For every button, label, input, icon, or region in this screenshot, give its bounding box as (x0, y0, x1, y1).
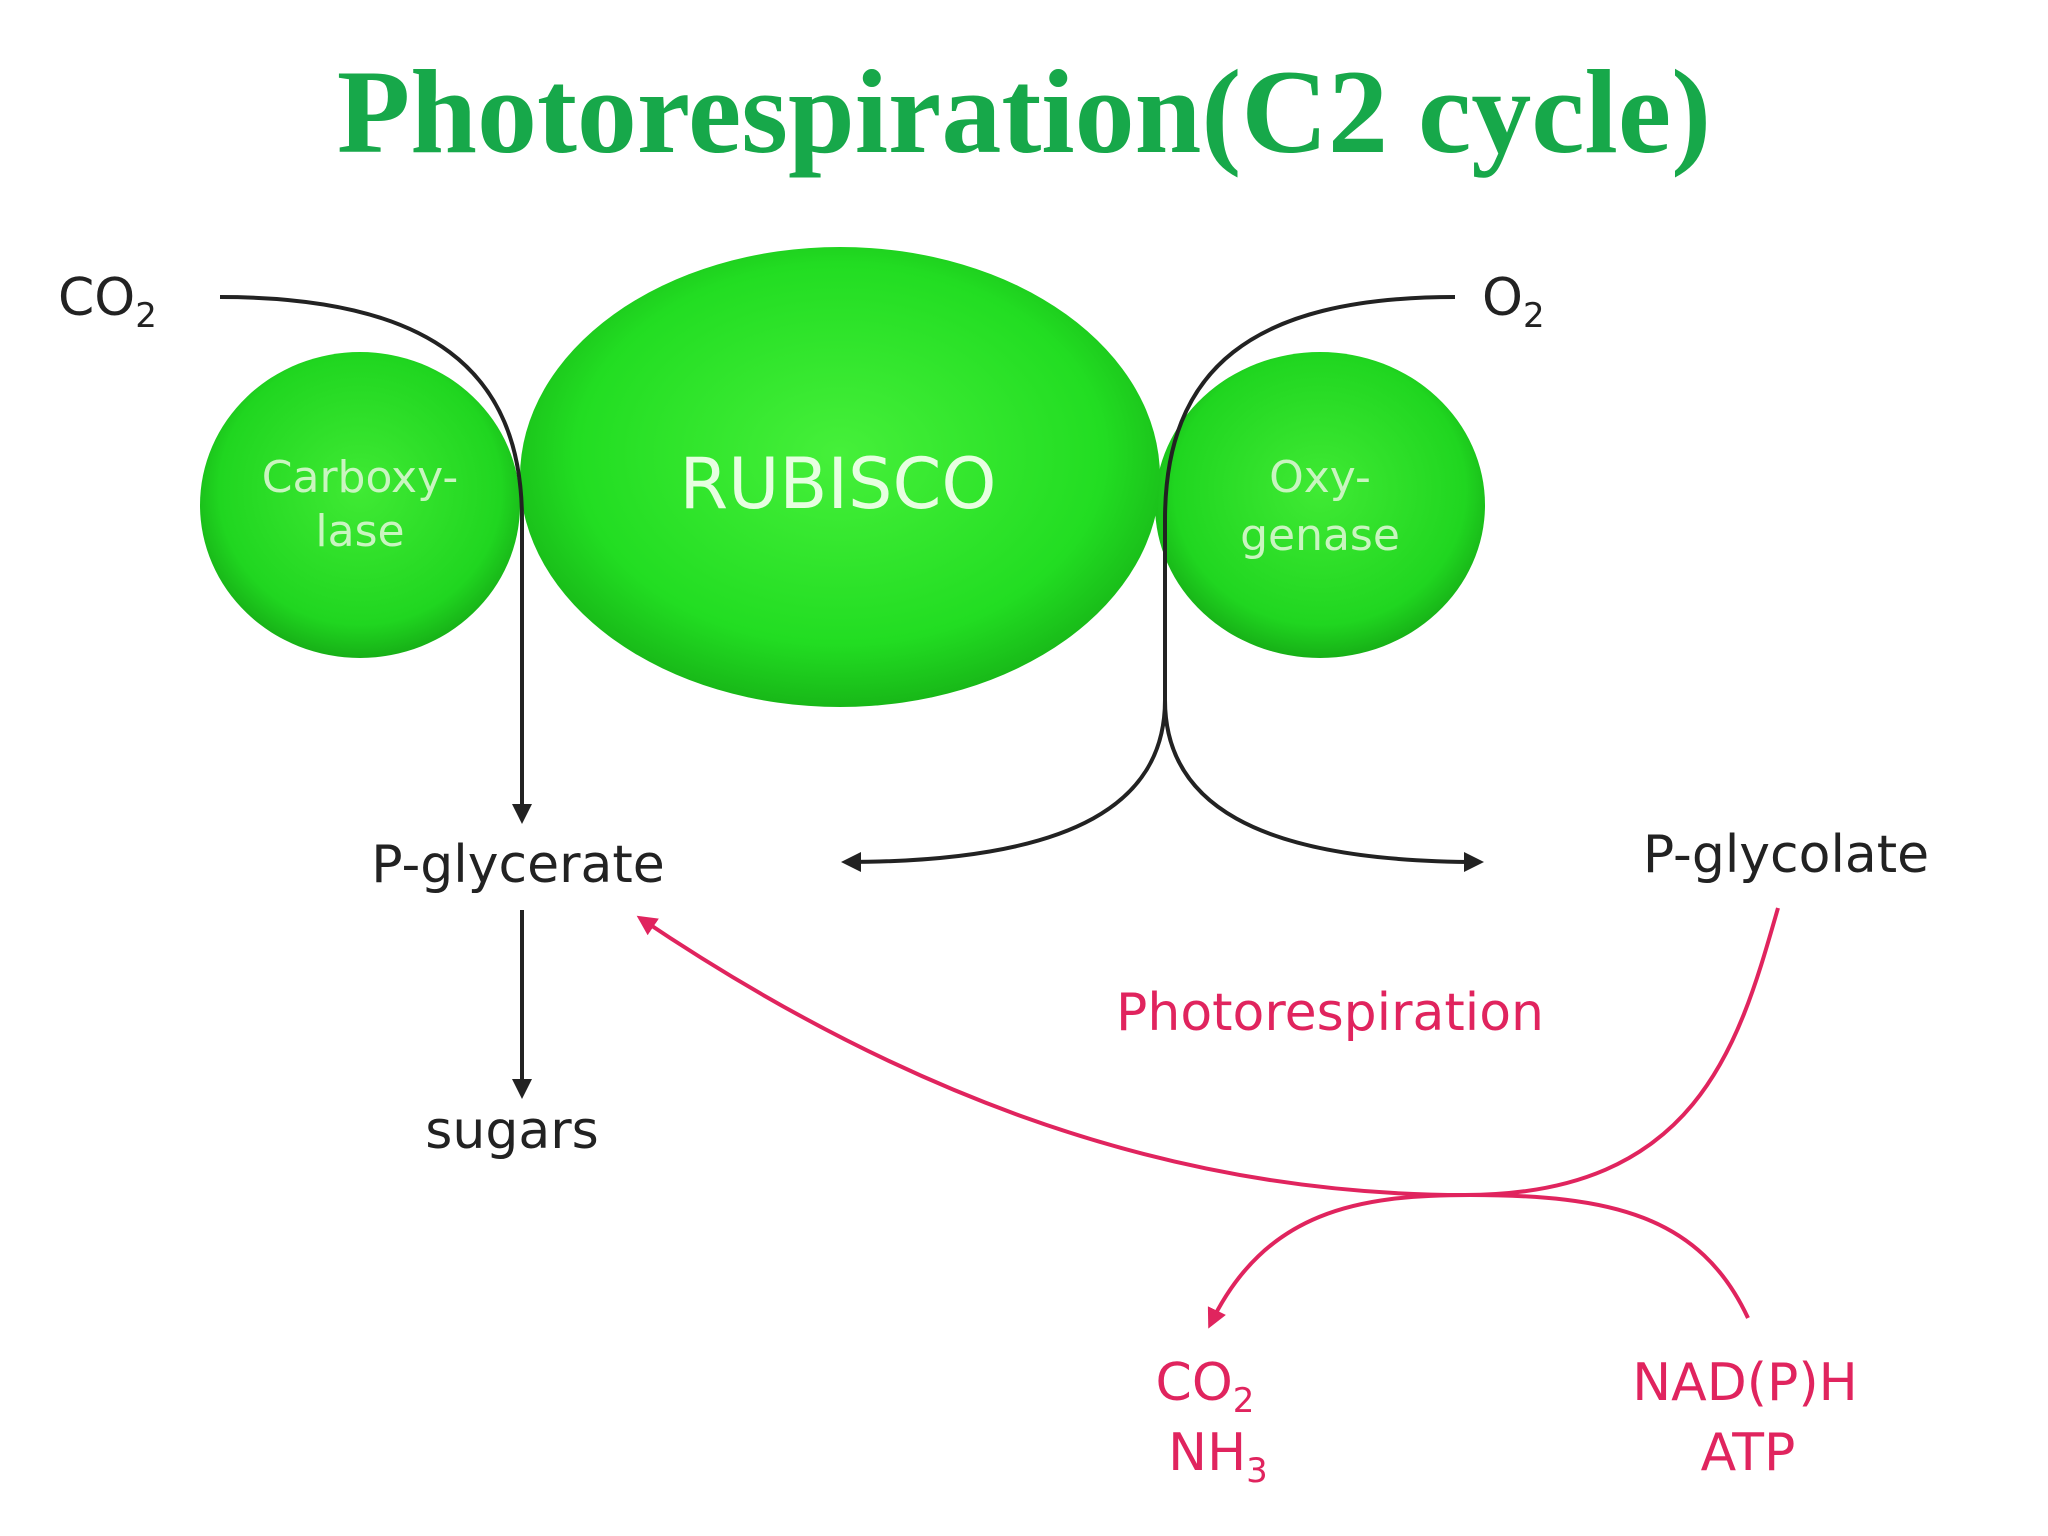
atp-label: ATP (1701, 1423, 1796, 1483)
o2-input-label: O2 (1482, 268, 1545, 336)
carboxylase-node: Carboxy- lase (200, 352, 520, 658)
carboxylase-label-line1: Carboxy- (262, 452, 458, 503)
rubisco-node: RUBISCO (520, 247, 1160, 707)
oxygenase-node: Oxy- genase (1155, 352, 1485, 658)
carboxylase-circle (200, 352, 520, 658)
nh3-output-label: NH3 (1168, 1423, 1268, 1491)
photorespiration-arrow (636, 907, 1780, 1198)
sugars-label: sugars (425, 1101, 598, 1161)
oxygenase-circle (1155, 352, 1485, 658)
p-glycolate-label: P-glycolate (1643, 825, 1929, 885)
co2-input-label: CO2 (58, 268, 157, 336)
photorespiration-label: Photorespiration (1116, 983, 1544, 1043)
o2-entry-line (1163, 295, 1456, 700)
p-glycerate-label: P-glycerate (371, 835, 664, 895)
carboxylase-label-line2: lase (315, 506, 404, 557)
nadph-atp-input-line (1469, 1193, 1750, 1319)
co2-to-pglycerate-arrow (219, 295, 532, 824)
page-title: Photorespiration(C2 cycle) (336, 45, 1712, 178)
oxygenase-to-pglycerate-arrow (841, 699, 1167, 872)
oxygenase-label-line1: Oxy- (1269, 452, 1371, 503)
oxygenase-label-line2: genase (1240, 510, 1400, 561)
nadph-label: NAD(P)H (1632, 1353, 1858, 1413)
co2-output-label: CO2 (1156, 1353, 1255, 1421)
rubisco-circle (520, 247, 1160, 707)
rubisco-label: RUBISCO (680, 443, 997, 525)
oxygenase-to-pglycolate-arrow (1163, 699, 1484, 872)
co2-nh3-release-arrow (1207, 1193, 1471, 1329)
